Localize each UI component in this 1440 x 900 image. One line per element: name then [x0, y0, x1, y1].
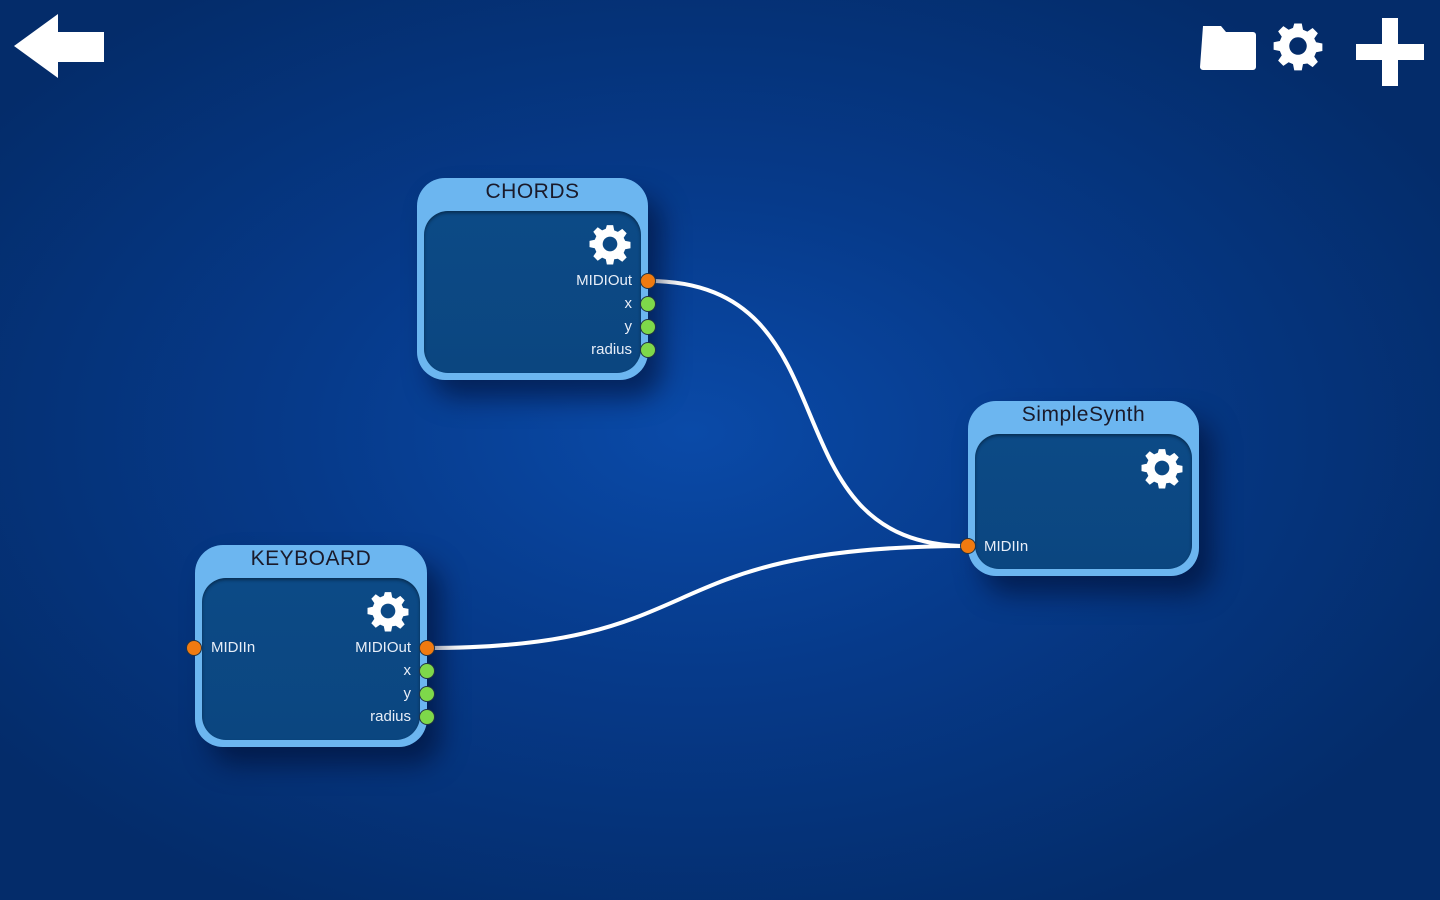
node-settings-gear-icon[interactable]: [1141, 447, 1183, 489]
node-chords[interactable]: CHORDS MIDIOut x y radius: [417, 178, 656, 380]
node-settings-gear-icon[interactable]: [589, 223, 631, 265]
node-settings-gear-icon[interactable]: [367, 590, 409, 632]
port-midiin[interactable]: [186, 640, 202, 656]
node-title: SimpleSynth: [1021, 403, 1146, 426]
port-x[interactable]: [640, 296, 656, 312]
port-label-midiout: MIDIOut: [355, 639, 411, 656]
port-radius[interactable]: [640, 342, 656, 358]
back-arrow-icon[interactable]: [12, 12, 106, 80]
port-midiout[interactable]: [419, 640, 435, 656]
folder-icon[interactable]: [1200, 22, 1256, 70]
port-label-radius: radius: [591, 341, 632, 358]
port-x[interactable]: [419, 663, 435, 679]
port-label-midiout: MIDIOut: [576, 272, 632, 289]
node-title: KEYBOARD: [250, 547, 372, 570]
connection-chords-to-simplesynth[interactable]: [647, 279, 969, 548]
node-title: CHORDS: [485, 180, 580, 203]
port-label-radius: radius: [370, 708, 411, 725]
port-label-midiin: MIDIIn: [211, 639, 256, 656]
port-midiin[interactable]: [960, 538, 976, 554]
port-label-y: y: [624, 318, 633, 335]
port-label-x: x: [624, 295, 633, 312]
port-label-midiin: MIDIIn: [984, 538, 1029, 555]
node-keyboard[interactable]: KEYBOARD MIDIIn MIDIOut x y radius: [186, 545, 435, 747]
port-label-x: x: [403, 662, 412, 679]
port-midiout[interactable]: [640, 273, 656, 289]
port-label-y: y: [403, 685, 412, 702]
port-y[interactable]: [640, 319, 656, 335]
connection-keyboard-to-simplesynth[interactable]: [426, 544, 969, 650]
port-radius[interactable]: [419, 709, 435, 725]
add-plus-icon[interactable]: [1354, 16, 1426, 88]
port-y[interactable]: [419, 686, 435, 702]
node-simplesynth[interactable]: SimpleSynth MIDIIn: [960, 401, 1199, 576]
